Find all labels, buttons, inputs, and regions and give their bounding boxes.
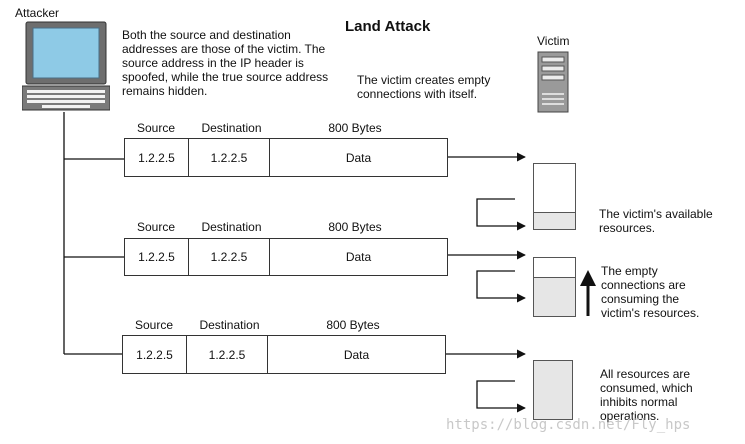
packet-3-destination: 1.2.2.5 (187, 336, 268, 373)
packet-1-destination-header: Destination (201, 121, 262, 135)
packet-3-source-header: Source (134, 318, 174, 332)
resource-note-3: All resources are consumed, which inhibi… (600, 367, 693, 423)
resource-box-2 (533, 257, 576, 317)
resource-box-3 (533, 360, 573, 420)
resource-fill-1 (534, 211, 575, 229)
packet-3-size-header: 800 Bytes (326, 318, 380, 332)
resource-box-1 (533, 163, 576, 230)
packet-1-destination: 1.2.2.5 (189, 139, 270, 176)
attacker-computer-icon (22, 21, 110, 111)
packet-3-destination-header: Destination (199, 318, 260, 332)
upward-arrow-icon (580, 270, 596, 316)
watermark: https://blog.csdn.net/Fly_hps (446, 417, 691, 433)
packet-2-source: 1.2.2.5 (125, 239, 189, 275)
resource-note-1: The victim's available resources. (599, 207, 713, 235)
packet-2-destination: 1.2.2.5 (189, 239, 270, 275)
diagram-title: Land Attack (345, 18, 431, 35)
packet-3: 1.2.2.5 1.2.2.5 Data (122, 335, 446, 374)
victim-server-icon (537, 51, 569, 113)
resource-note-2: The empty connections are consuming the … (601, 264, 700, 320)
resource-fill-3 (534, 361, 572, 419)
attacker-label: Attacker (15, 6, 60, 20)
resource-fill-2 (534, 277, 575, 316)
victim-label: Victim (537, 34, 570, 48)
victim-note: The victim creates empty connections wit… (357, 73, 491, 101)
packet-2-data: Data (345, 250, 372, 264)
packet-2-destination-header: Destination (201, 220, 262, 234)
packet-1-source: 1.2.2.5 (125, 139, 189, 176)
packet-2: 1.2.2.5 1.2.2.5 Data (124, 238, 448, 276)
packet-1-source-header: Source (136, 121, 176, 135)
packet-1-data: Data (345, 150, 372, 165)
packet-3-data: Data (343, 347, 370, 362)
packet-3-source: 1.2.2.5 (123, 336, 187, 373)
packet-2-size-header: 800 Bytes (328, 220, 382, 234)
packet-1: 1.2.2.5 1.2.2.5 Data (124, 138, 448, 177)
attacker-note: Both the source and destination addresse… (122, 28, 329, 98)
packet-1-size-header: 800 Bytes (328, 121, 382, 135)
packet-2-source-header: Source (136, 220, 176, 234)
